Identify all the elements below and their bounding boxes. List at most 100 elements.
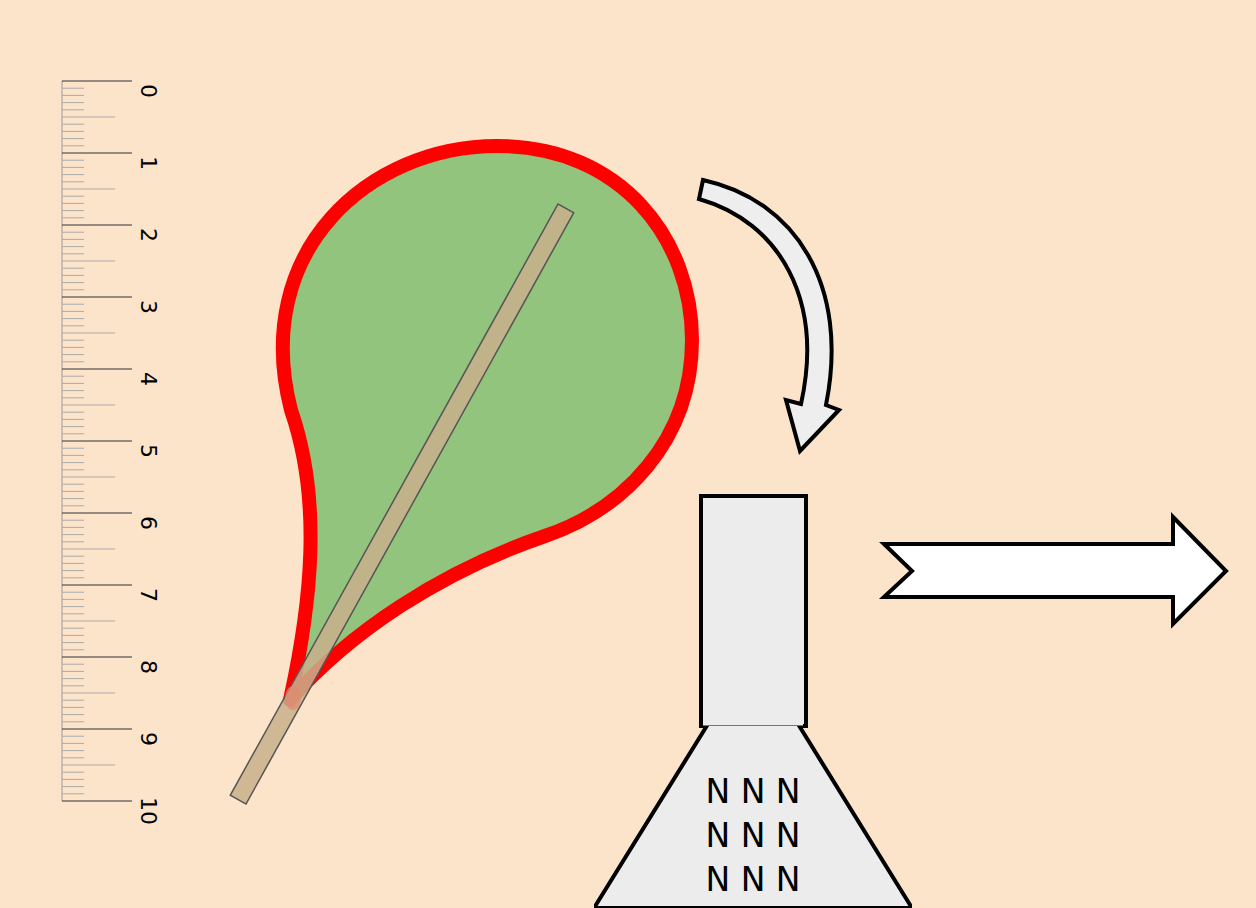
ruler-tick [62, 232, 84, 233]
ruler-tick [62, 124, 84, 125]
ruler-tick [62, 426, 84, 427]
ruler-tick [62, 685, 84, 686]
ruler-tick [62, 297, 132, 298]
ruler-tick [62, 397, 84, 398]
ruler-number: 6 [137, 516, 159, 530]
ruler-tick [62, 153, 132, 154]
ruler-tick [62, 347, 84, 348]
ruler-tick [62, 275, 84, 276]
ruler-tick [62, 225, 132, 226]
ruler-tick [62, 318, 84, 319]
ruler-tick [62, 570, 84, 571]
ruler-tick [62, 455, 84, 456]
flask-body: N N N N N N N N N [594, 724, 912, 908]
ruler-tick [62, 390, 84, 391]
ruler-tick [62, 772, 84, 773]
ruler-number: 7 [137, 588, 159, 602]
ruler-tick [62, 412, 84, 413]
ruler-number: 8 [137, 660, 159, 674]
ruler-tick [62, 282, 84, 283]
ruler-tick [62, 721, 84, 722]
ruler-tick [62, 621, 115, 622]
ruler-tick [62, 361, 84, 362]
ruler-tick [62, 196, 84, 197]
ruler-tick [62, 469, 84, 470]
ruler [62, 81, 132, 801]
ruler-tick [62, 700, 84, 701]
flask-contents: N N N N N N N N N [697, 770, 809, 902]
ruler-tick [62, 419, 84, 420]
ruler-tick [62, 174, 84, 175]
ruler-tick [62, 261, 115, 262]
ruler-tick [62, 585, 132, 586]
ruler-tick [62, 513, 132, 514]
ruler-tick [62, 527, 84, 528]
ruler-tick [62, 369, 132, 370]
ruler-tick [62, 628, 84, 629]
ruler-tick [62, 217, 84, 218]
ruler-tick [62, 563, 84, 564]
ruler-tick [62, 160, 84, 161]
ruler-tick [62, 592, 84, 593]
ruler-tick [62, 491, 84, 492]
ruler-tick [62, 95, 84, 96]
ruler-tick [62, 433, 84, 434]
ruler-tick [62, 664, 84, 665]
ruler-tick [62, 109, 84, 110]
ruler-tick [62, 786, 84, 787]
ruler-tick [62, 81, 132, 82]
curved-arrow [699, 180, 839, 451]
ruler-tick [62, 678, 84, 679]
ruler-tick [62, 606, 84, 607]
ruler-tick [62, 642, 84, 643]
ruler-tick [62, 405, 115, 406]
ruler-tick [62, 729, 132, 730]
ruler-tick [62, 657, 132, 658]
ruler-tick [62, 505, 84, 506]
ruler-tick [62, 239, 84, 240]
ruler-tick [62, 707, 84, 708]
ruler-tick [62, 793, 84, 794]
ruler-tick [62, 462, 84, 463]
ruler-number: 0 [137, 84, 159, 98]
ruler-tick [62, 304, 84, 305]
ruler-tick [62, 556, 84, 557]
ruler-tick [62, 311, 84, 312]
ruler-tick [62, 138, 84, 139]
ruler-tick [62, 167, 84, 168]
ruler-tick [62, 383, 84, 384]
ruler-tick [62, 333, 115, 334]
ruler-tick [62, 210, 84, 211]
ruler-tick [62, 484, 84, 485]
ruler-tick [62, 693, 115, 694]
ruler-tick [62, 599, 84, 600]
ruler-tick [62, 268, 84, 269]
ruler-tick [62, 577, 84, 578]
ruler-tick [62, 376, 84, 377]
ruler-tick [62, 765, 115, 766]
ruler-tick [62, 117, 115, 118]
ruler-number: 3 [137, 300, 159, 314]
ruler-tick [62, 750, 84, 751]
ruler-tick [62, 289, 84, 290]
ruler-tick [62, 541, 84, 542]
ruler-tick [62, 779, 84, 780]
ruler-number: 2 [137, 228, 159, 242]
ruler-tick [62, 203, 84, 204]
ruler-tick [62, 635, 84, 636]
ruler-tick [62, 325, 84, 326]
ruler-tick [62, 354, 84, 355]
ruler-tick [62, 102, 84, 103]
ruler-tick [62, 189, 115, 190]
ruler-tick [62, 253, 84, 254]
ruler-tick [62, 649, 84, 650]
ruler-number: 5 [137, 444, 159, 458]
ruler-tick [62, 88, 84, 89]
stick-tip-stain [285, 686, 301, 710]
ruler-tick [62, 534, 84, 535]
ruler-tick [62, 246, 84, 247]
right-arrow [884, 517, 1226, 624]
ruler-number: 10 [137, 797, 159, 825]
ruler-tick [62, 477, 115, 478]
